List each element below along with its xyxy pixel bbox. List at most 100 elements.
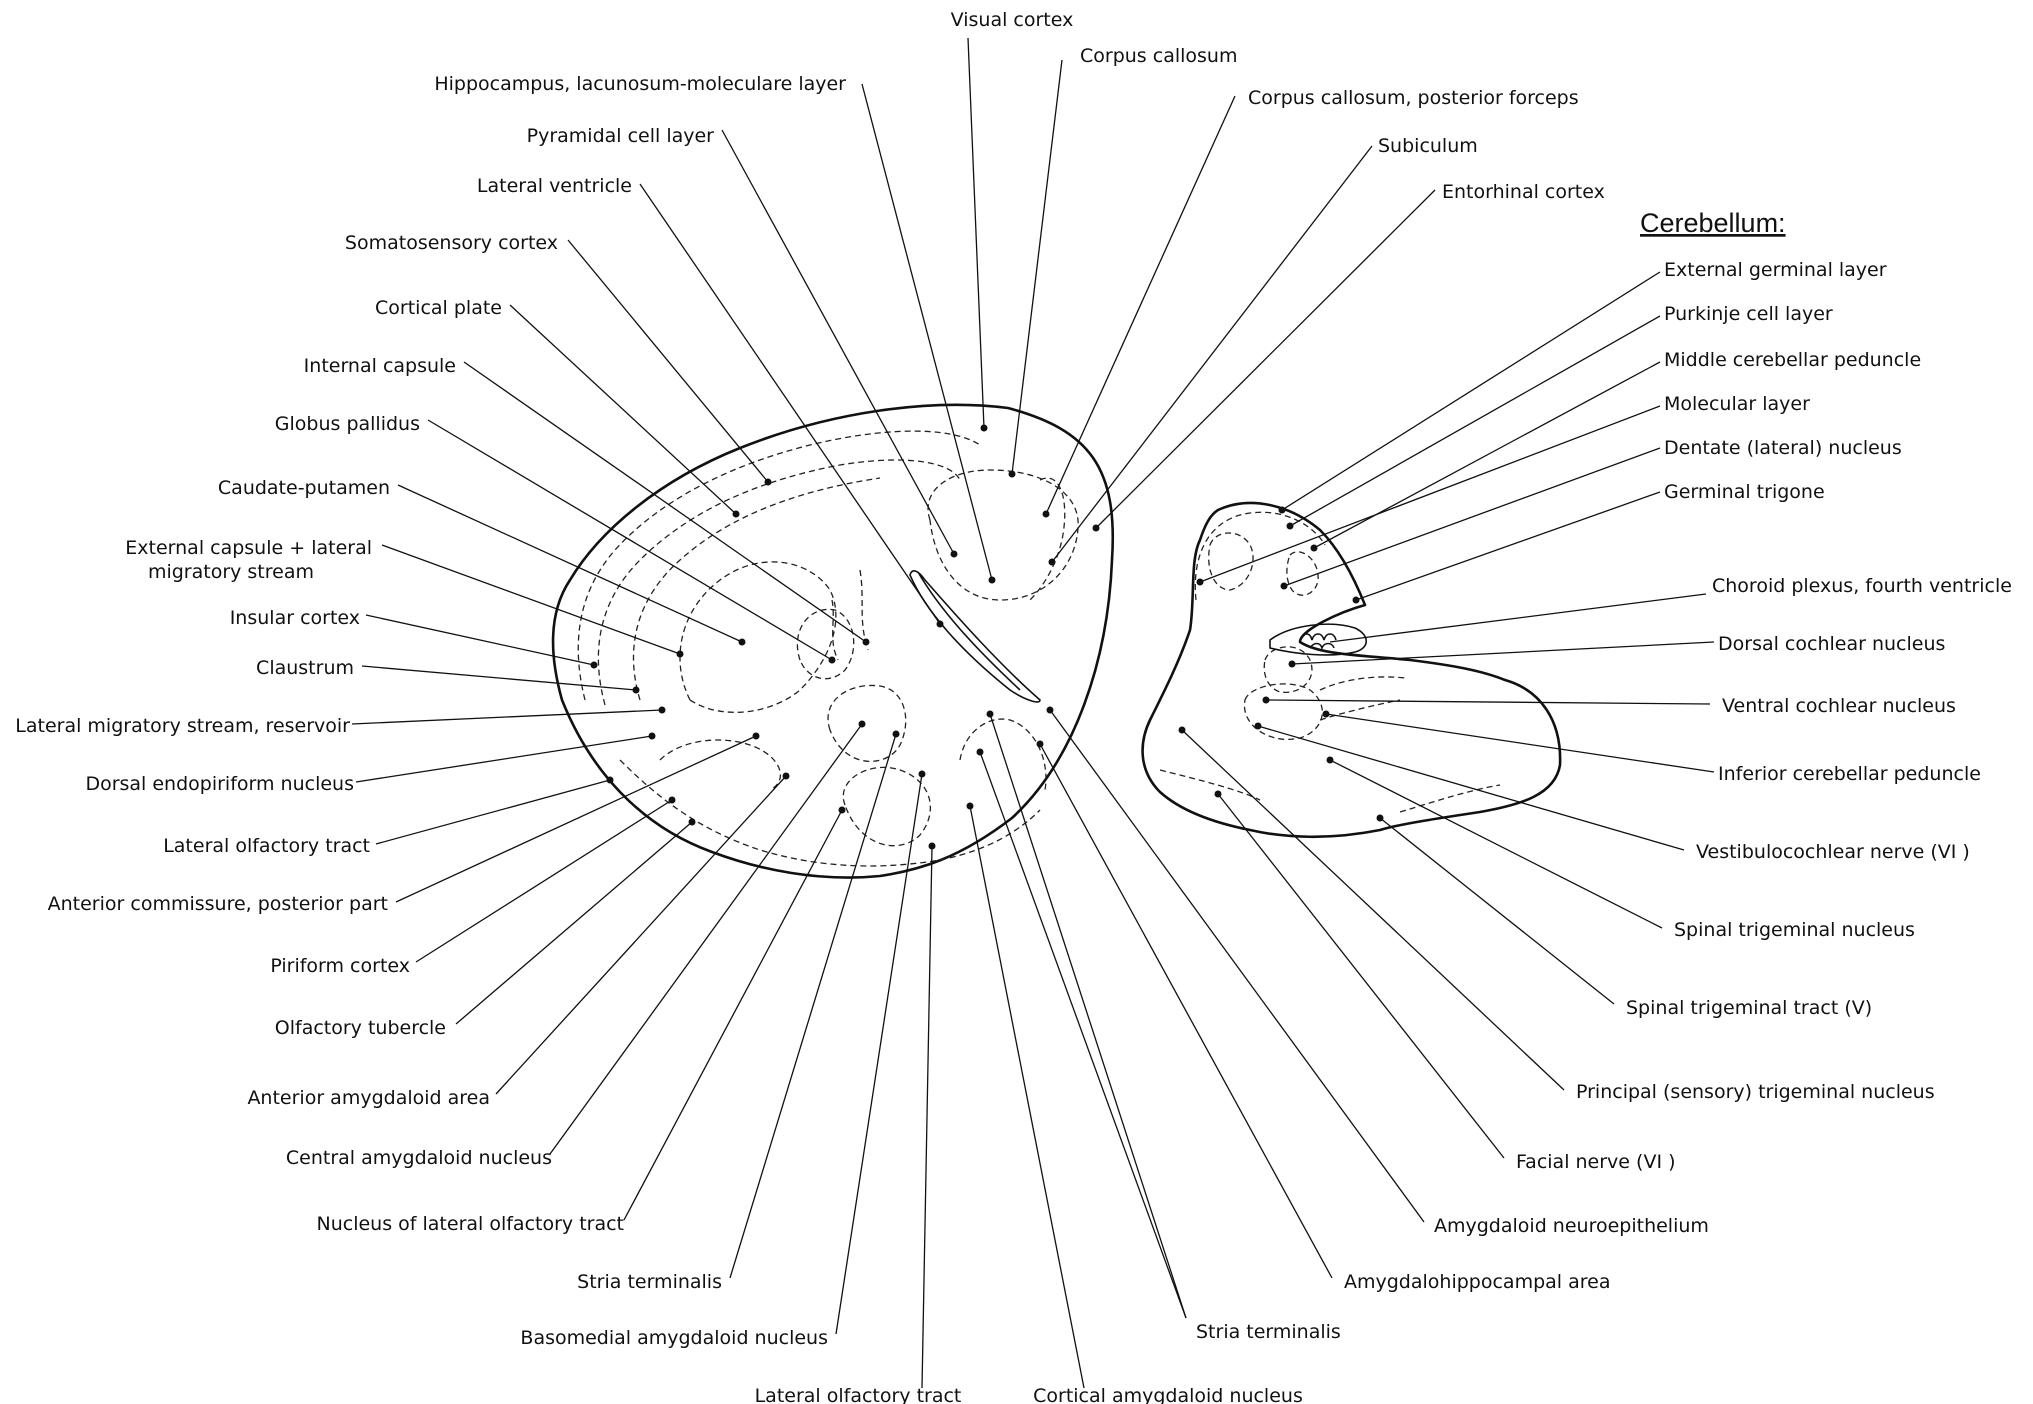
label-lms-reservoir: Lateral migratory stream, reservoir (15, 715, 350, 737)
anchor-dot (1376, 814, 1384, 822)
leader-choroid-plexus (1329, 593, 1707, 643)
label-dentate-nucleus: Dentate (lateral) nucleus (1664, 437, 1902, 459)
germinal-trigone-region (1286, 551, 1319, 596)
amygdala-region (827, 684, 907, 763)
anchor-dot (986, 710, 994, 718)
leader-lateral-ventricle (639, 183, 941, 625)
label-piriform-cortex: Piriform cortex (270, 955, 410, 977)
anchor-dot (1322, 710, 1330, 718)
label-anterior-commissure: Anterior commissure, posterior part (48, 893, 388, 915)
anchor-dot (1214, 790, 1222, 798)
leader-somatosensory (567, 239, 769, 483)
forebrain-outline (551, 403, 1115, 879)
forebrain-section (551, 403, 1115, 879)
anchor-dot (1008, 470, 1016, 478)
label-middle-cerebellar-peduncle: Middle cerebellar peduncle (1664, 349, 1921, 371)
leader-anterior-commissure (395, 735, 757, 903)
dentate-region (1208, 532, 1254, 591)
label-purkinje-cell-layer: Purkinje cell layer (1664, 303, 1833, 325)
dorsal-cochlear-region (1263, 646, 1313, 694)
anchor-dot (1048, 558, 1056, 566)
leader-corpus-callosum (1011, 59, 1063, 475)
anchor-dot (1286, 522, 1294, 530)
anchor-dot (764, 478, 772, 486)
label-anterior-amygdaloid-area: Anterior amygdaloid area (247, 1087, 490, 1109)
label-spinal-trigeminal-tract: Spinal trigeminal tract (V) (1626, 997, 1872, 1019)
choroid-plexus (1269, 623, 1368, 656)
anchor-dot (1092, 524, 1100, 532)
leader-hippocampus-lm (861, 83, 993, 581)
label-pyramidal-cell-layer: Pyramidal cell layer (527, 125, 715, 147)
leader-caudate-putamen (397, 484, 743, 643)
anchor-dot (862, 638, 870, 646)
leader-basomedial (835, 773, 923, 1335)
hindbrain-section (1141, 501, 1562, 839)
anchor-dot (976, 748, 984, 756)
hindbrain-outline (1141, 501, 1562, 839)
anchor-dot (1326, 756, 1334, 764)
anchor-dot (1196, 578, 1204, 586)
external-capsule-boundary (632, 477, 881, 701)
anchor-dot (1254, 722, 1262, 730)
label-molecular-layer: Molecular layer (1664, 393, 1810, 415)
leader-pyramidal (721, 129, 955, 555)
cortex-inner-boundary (597, 459, 961, 706)
leader-amygdalohippocampal (1039, 743, 1333, 1279)
leader-vestibulocochlear (1257, 725, 1685, 851)
anchor-dot (1046, 706, 1054, 714)
label-external-capsule-line2: migratory stream (148, 561, 314, 583)
anchor-dots (590, 424, 1384, 850)
leader-cc-posterior-forceps (1045, 95, 1236, 515)
leader-visual-cortex (967, 37, 985, 429)
caudate-putamen-region (679, 561, 837, 713)
leader-lms-reservoir (351, 709, 663, 725)
leader-purkinje (1289, 315, 1661, 527)
label-nucleus-lot: Nucleus of lateral olfactory tract (317, 1213, 625, 1235)
subiculum-region (1029, 477, 1066, 601)
label-spinal-trigeminal-nucleus: Spinal trigeminal nucleus (1674, 919, 1915, 941)
ventricle-lining (917, 571, 1021, 691)
label-amygdalohippocampal-area: Amygdalohippocampal area (1344, 1271, 1610, 1293)
anchor-dot (782, 772, 790, 780)
leader-stria-terminalis-bottom-a (979, 751, 1187, 1319)
anchor-dot (590, 661, 598, 669)
anchor-dot (1042, 510, 1050, 518)
label-choroid-plexus: Choroid plexus, fourth ventricle (1712, 575, 2012, 597)
label-amygdaloid-neuroepithelium: Amygdaloid neuroepithelium (1434, 1215, 1709, 1237)
anchor-dot (676, 650, 684, 658)
leader-dorsal-cochlear (1291, 641, 1715, 665)
labels: Cerebellum: Visual cortex Corpus callosu… (15, 9, 2012, 1404)
label-caudate-putamen: Caudate-putamen (218, 477, 390, 499)
leader-amygdaloid-neuroepithelium (1049, 709, 1425, 1223)
leader-stria-terminalis-left (729, 733, 897, 1279)
label-cortical-amygdaloid-nucleus: Cortical amygdaloid nucleus (1033, 1385, 1303, 1404)
anchor-dot (1310, 544, 1318, 552)
label-cortical-plate: Cortical plate (375, 297, 502, 319)
anchor-dot (936, 620, 944, 628)
label-olfactory-tubercle: Olfactory tubercle (275, 1017, 446, 1039)
leader-germinal-trigone (1355, 491, 1661, 601)
olfactory-tubercle-region (659, 739, 782, 791)
leader-middle-peduncle (1313, 361, 1661, 549)
amygdalohippocampal-region (959, 718, 1047, 791)
leader-anterior-amygdaloid (495, 775, 787, 1095)
label-globus-pallidus: Globus pallidus (275, 413, 420, 435)
leader-spinal-trigeminal-nucleus (1329, 759, 1663, 929)
leader-nucleus-lot (623, 809, 843, 1221)
cortical-plate-boundary (577, 430, 981, 701)
label-principal-trigeminal: Principal (sensory) trigeminal nucleus (1576, 1081, 1935, 1103)
leader-external-germinal (1281, 271, 1661, 511)
label-external-capsule-line1: External capsule + lateral (125, 537, 372, 559)
leader-external-capsule (381, 544, 681, 655)
leader-central-amygdaloid (549, 723, 863, 1155)
anchor-dot (950, 550, 958, 558)
label-stria-terminalis-bottom: Stria terminalis (1196, 1321, 1341, 1343)
label-ventral-cochlear-nucleus: Ventral cochlear nucleus (1722, 695, 1956, 717)
label-visual-cortex: Visual cortex (951, 9, 1074, 31)
anchor-dot (632, 686, 640, 694)
leader-insular (365, 614, 595, 666)
lower-dashed-band (1159, 769, 1501, 813)
leader-entorhinal (1095, 189, 1436, 529)
amygdaloid-lower-region (842, 766, 931, 847)
